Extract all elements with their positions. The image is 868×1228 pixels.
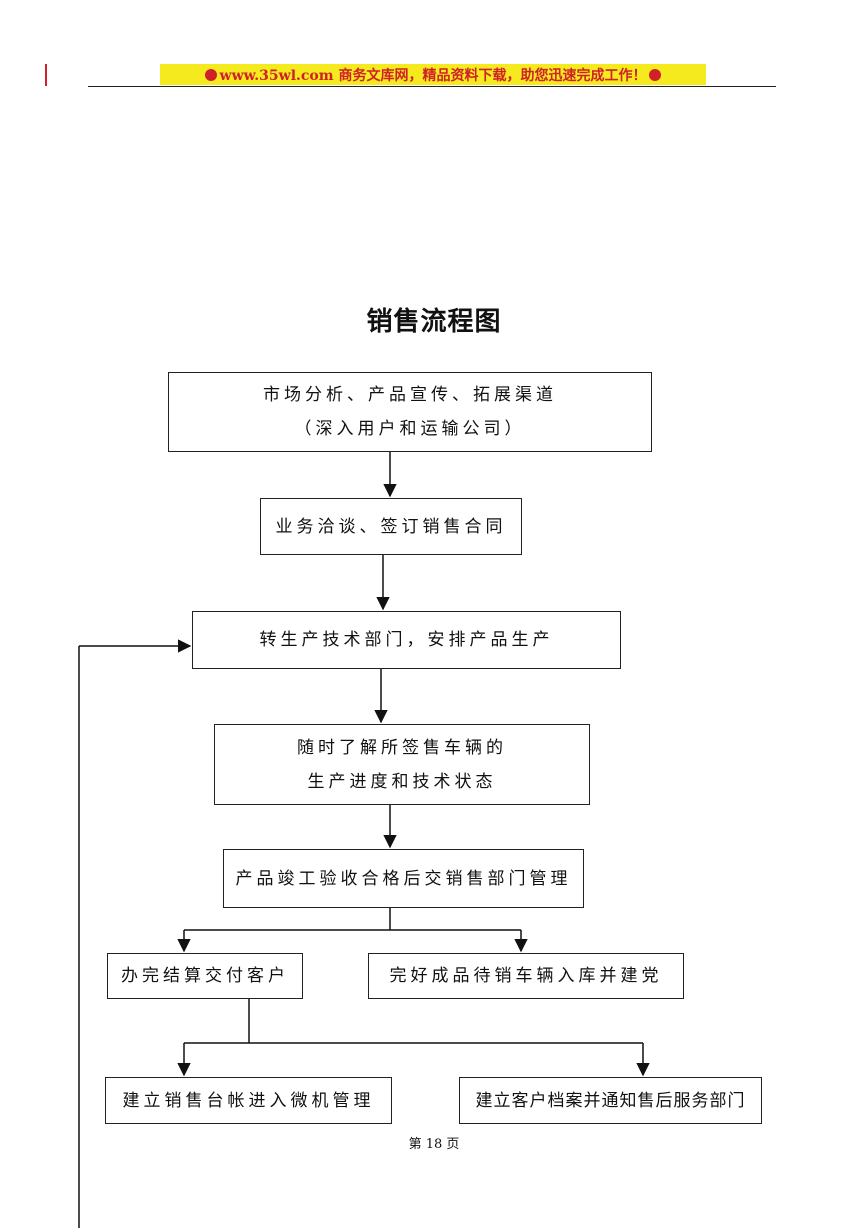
step-settle-deliver: 办完结算交付客户 — [107, 953, 303, 999]
step-acceptance-label: 产品竣工验收合格后交销售部门管理 — [235, 868, 572, 889]
step-customer-archive: 建立客户档案并通知售后服务部门 — [459, 1077, 762, 1124]
page-title: 销售流程图 — [366, 307, 502, 337]
step-sales-ledger: 建立销售台帐进入微机管理 — [105, 1077, 392, 1124]
banner-text: www.35wl.com 商务文库网，精品资料下载，助您迅速完成工作！ — [219, 67, 647, 84]
step-production-label: 转生产技术部门，安排产品生产 — [259, 630, 554, 650]
step-warehouse: 完好成品待销车辆入库并建党 — [368, 953, 684, 999]
margin-mark — [45, 64, 47, 86]
bullet-icon — [649, 68, 662, 81]
step-negotiate-contract: 业务洽谈、签订销售合同 — [260, 498, 522, 555]
step-archive-label: 建立客户档案并通知售后服务部门 — [475, 1090, 746, 1111]
step-negotiate-label: 业务洽谈、签订销售合同 — [275, 516, 507, 537]
step-ledger-label: 建立销售台帐进入微机管理 — [122, 1090, 375, 1111]
step-track-progress: 随时了解所签售车辆的 生产进度和技术状态 — [214, 724, 590, 805]
step-warehouse-label: 完好成品待销车辆入库并建党 — [389, 966, 663, 986]
step-market-analysis: 市场分析、产品宣传、拓展渠道 （深入用户和运输公司） — [168, 372, 652, 452]
step-track-line2: 生产进度和技术状态 — [307, 771, 497, 792]
step-market-line2: （深入用户和运输公司） — [294, 419, 526, 439]
step-acceptance: 产品竣工验收合格后交销售部门管理 — [223, 849, 584, 908]
header-rule — [88, 86, 776, 87]
step-settle-label: 办完结算交付客户 — [121, 966, 289, 986]
step-track-line1: 随时了解所签售车辆的 — [297, 737, 507, 758]
step-market-line1: 市场分析、产品宣传、拓展渠道 — [263, 385, 557, 405]
step-production: 转生产技术部门，安排产品生产 — [192, 611, 621, 669]
bullet-icon — [204, 68, 217, 81]
page-number: 第 18 页 — [408, 1137, 460, 1152]
header-banner[interactable]: www.35wl.com 商务文库网，精品资料下载，助您迅速完成工作！ — [160, 64, 706, 85]
